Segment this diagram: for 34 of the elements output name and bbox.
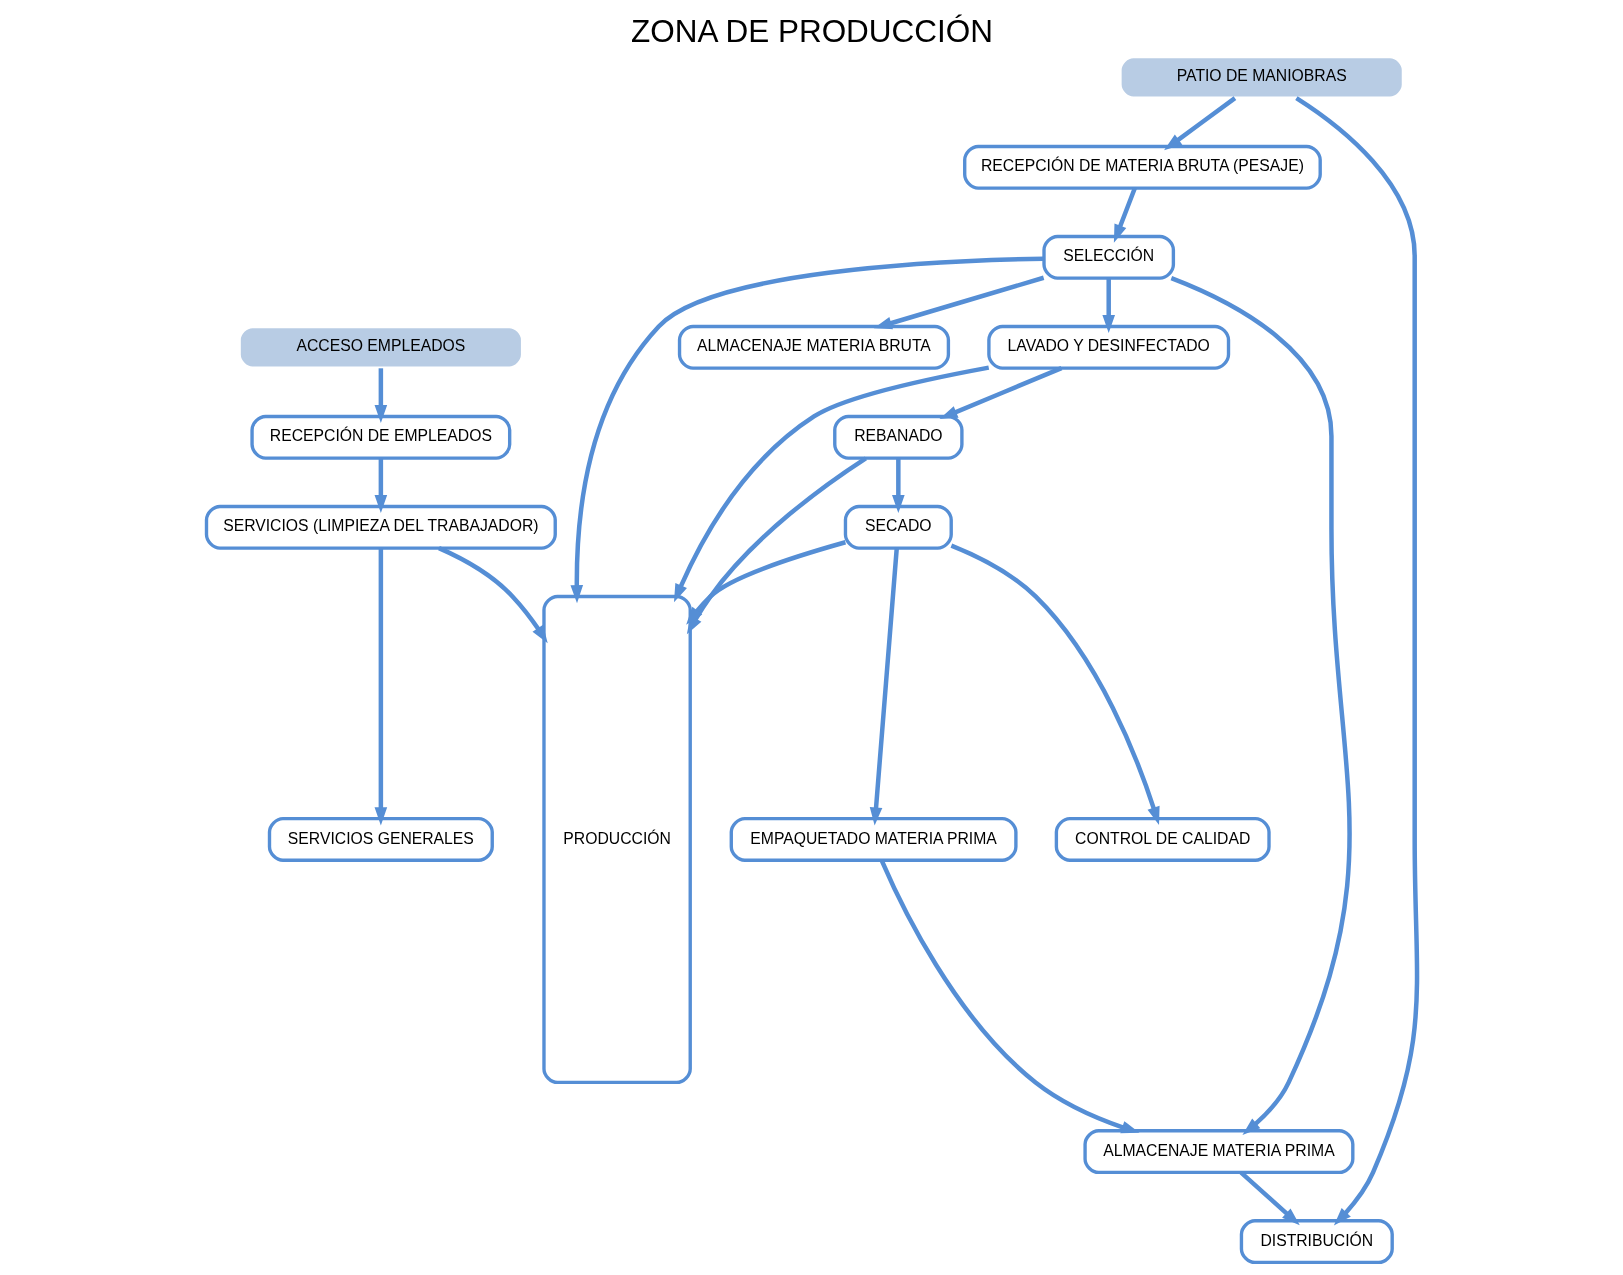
arrow [873, 275, 1044, 330]
arrow [939, 366, 1062, 419]
arrow [891, 458, 905, 514]
arrow [374, 368, 387, 424]
arrow [869, 548, 899, 826]
node-box: CONTROL DE CALIDAD [1054, 816, 1271, 862]
arrow [437, 546, 548, 644]
node-box: PRODUCCIÓN [541, 594, 692, 1085]
node-box: SERVICIOS GENERALES [267, 816, 494, 862]
arrow [1113, 187, 1137, 243]
node-box: ALMACENAJE MATERIA BRUTA [677, 324, 950, 370]
arrow [374, 458, 387, 514]
node-box: ALMACENAJE MATERIA PRIMA [1082, 1129, 1354, 1175]
arrow [685, 540, 846, 625]
arrow [879, 859, 1139, 1134]
arrow [950, 543, 1160, 825]
arrow [1294, 96, 1419, 1226]
node-box: REBANADO [832, 414, 964, 460]
diagram-title: ZONA DE PRODUCCIÓN [630, 13, 993, 50]
node-box: SECADO [843, 504, 953, 550]
arrow [1163, 96, 1236, 151]
node-box: RECEPCIÓN DE EMPLEADOS [249, 414, 511, 460]
node-box: DISTRIBUCIÓN [1239, 1219, 1394, 1265]
arrow [374, 548, 387, 826]
arrow [1101, 278, 1115, 334]
node-box: LAVADO Y DESINFECTADO [986, 324, 1230, 370]
arrow [686, 456, 867, 635]
node-box: EMPAQUETADO MATERIA PRIMA [729, 816, 1018, 862]
node-box: RECEPCIÓN DE MATERIA BRUTA (PESAJE) [962, 144, 1322, 190]
arrow [569, 256, 1044, 604]
node-box: SELECCIÓN [1041, 234, 1175, 280]
arrow [673, 365, 989, 603]
node-box: SERVICIOS (LIMPIEZA DEL TRABAJADOR) [204, 504, 557, 550]
arrow [1170, 276, 1352, 1135]
